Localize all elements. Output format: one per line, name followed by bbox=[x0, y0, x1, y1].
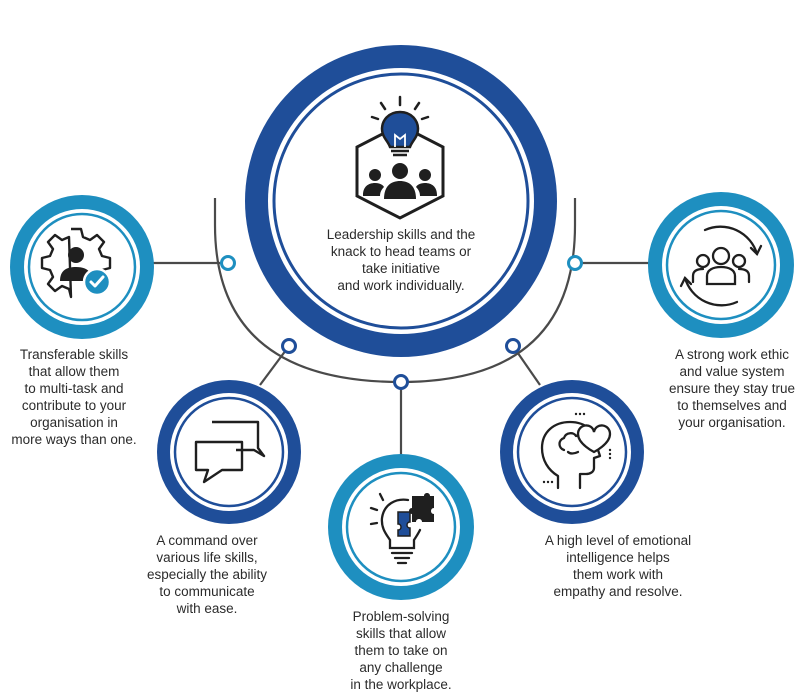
lightbulb-team-icon bbox=[355, 95, 445, 220]
center-line: and work individually. bbox=[337, 278, 465, 293]
node-problem-solving-text: Problem-solving skills that allow them t… bbox=[318, 608, 484, 693]
gear-person-check-icon bbox=[40, 227, 112, 299]
node-emotional-circle bbox=[500, 380, 644, 524]
node-line: more ways than one. bbox=[11, 432, 137, 447]
center-circle bbox=[245, 45, 557, 357]
node-communication-text: A command over various life skills, espe… bbox=[112, 532, 302, 617]
dot-right bbox=[567, 255, 583, 271]
team-cycle-icon bbox=[679, 225, 763, 307]
node-line: them work with bbox=[572, 567, 664, 582]
node-line: contribute to your bbox=[21, 398, 127, 413]
node-line: them to take on bbox=[354, 643, 448, 658]
connector-bottom-left bbox=[259, 345, 290, 386]
center-line: take initiative bbox=[361, 261, 441, 276]
center-line: knack to head teams or bbox=[330, 244, 472, 259]
node-line: to multi-task and bbox=[24, 381, 124, 396]
node-line: that allow them bbox=[28, 364, 120, 379]
node-line: any challenge bbox=[359, 660, 443, 675]
dot-bottom-left bbox=[281, 338, 297, 354]
node-line: Transferable skills bbox=[19, 347, 129, 362]
node-line: in the workplace. bbox=[350, 677, 452, 692]
head-heart-icon bbox=[540, 412, 612, 490]
node-line: skills that allow bbox=[355, 626, 447, 641]
center-line: Leadership skills and the bbox=[326, 227, 476, 242]
node-transferable-text: Transferable skills that allow them to m… bbox=[0, 346, 148, 448]
node-emotional-text: A high level of emotional intelligence h… bbox=[522, 532, 714, 600]
node-line: your organisation. bbox=[678, 415, 786, 430]
node-line: organisation in bbox=[30, 415, 118, 430]
node-line: A strong work ethic bbox=[674, 347, 790, 362]
node-line: A high level of emotional bbox=[544, 533, 692, 548]
node-line: to communicate bbox=[159, 584, 255, 599]
node-line: ensure they stay true bbox=[668, 381, 796, 396]
center-description: Leadership skills and the knack to head … bbox=[296, 226, 506, 294]
node-line: A command over bbox=[156, 533, 258, 548]
dot-left bbox=[220, 255, 236, 271]
dot-bottom-right bbox=[505, 338, 521, 354]
node-line: intelligence helps bbox=[566, 550, 670, 565]
node-line: especially the ability bbox=[146, 567, 268, 582]
node-line: with ease. bbox=[176, 601, 238, 616]
node-line: to themselves and bbox=[677, 398, 787, 413]
node-ethic-text: A strong work ethic and value system ens… bbox=[660, 346, 804, 431]
node-line: Problem-solving bbox=[352, 609, 450, 624]
node-line: various life skills, bbox=[156, 550, 258, 565]
node-line: empathy and resolve. bbox=[553, 584, 683, 599]
connector-dots bbox=[220, 255, 583, 390]
speech-bubbles-icon bbox=[194, 420, 266, 484]
dot-bottom-center bbox=[393, 374, 409, 390]
lightbulb-puzzle-icon bbox=[369, 492, 434, 565]
node-line: and value system bbox=[679, 364, 785, 379]
node-transferable-circle bbox=[10, 195, 154, 339]
